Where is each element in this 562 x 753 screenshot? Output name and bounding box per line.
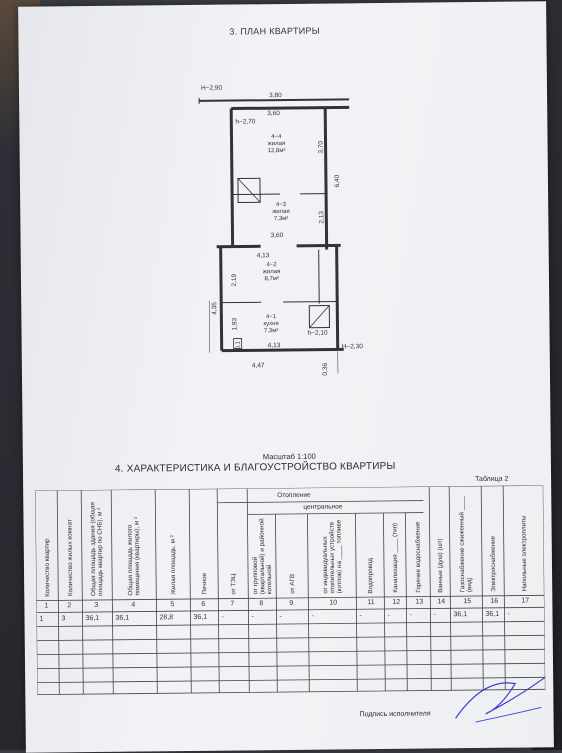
table-header-2: Количество жилых комнат bbox=[57, 492, 82, 598]
height-h270: h−2,70 bbox=[235, 118, 255, 125]
height-h230: H−2,30 bbox=[342, 343, 363, 350]
signature-mark bbox=[445, 669, 556, 730]
height-h290: H−2,90 bbox=[201, 85, 222, 92]
dim-413-bottom: 4,13 bbox=[268, 342, 281, 349]
dim-213: 2,13 bbox=[318, 211, 325, 224]
fixture-label: 0,1 bbox=[236, 341, 242, 349]
column-number-12: 12 bbox=[392, 599, 400, 606]
dim-413-top: 4,13 bbox=[257, 252, 270, 259]
table-cell-7: - bbox=[221, 614, 223, 621]
scale-label: Масштаб 1:100 bbox=[263, 452, 316, 462]
characteristics-table: Отопление центральное Количество квартир… bbox=[35, 485, 543, 490]
table-cell-2: 3 bbox=[61, 615, 65, 622]
column-number-14: 14 bbox=[437, 598, 445, 605]
table-header-5: Жилая площадь, м ² bbox=[155, 491, 190, 597]
column-number-15: 15 bbox=[463, 598, 471, 605]
column-number-11: 11 bbox=[367, 599, 374, 606]
table-cell-16: 36,1 bbox=[485, 611, 499, 618]
dim-435: 4,35 bbox=[211, 302, 218, 315]
document-page: 3. ПЛАН КВАРТИРЫ bbox=[18, 1, 554, 752]
table-header-11: Водопровод bbox=[355, 489, 384, 595]
column-number-4: 4 bbox=[131, 602, 135, 609]
column-number-8: 8 bbox=[259, 600, 263, 607]
table-cell-10: - bbox=[311, 613, 313, 620]
table-cell-14: - bbox=[433, 611, 435, 618]
table-cell-17: - bbox=[507, 611, 509, 618]
table-header-14: Ванные (душ) (шт) bbox=[429, 488, 450, 594]
dim-360-top: 3,60 bbox=[267, 110, 280, 117]
dim-370: 3,70 bbox=[318, 141, 325, 154]
column-number-17: 17 bbox=[521, 597, 529, 604]
table-header-6: Печное bbox=[189, 491, 218, 597]
table-header-16: Электроснабжение bbox=[481, 488, 504, 594]
dim-640: 6,40 bbox=[334, 175, 341, 188]
table-header-4: Общая площадь жилого помещения (квартиры… bbox=[111, 491, 156, 597]
section-4-title: 4. ХАРАКТЕРИСТИКА И БЛАГОУСТРОЙСТВО КВАР… bbox=[115, 461, 396, 475]
table-label: Таблица 2 bbox=[475, 476, 508, 483]
table-header-15: Газоснабжение сжиженный ____ (вид) bbox=[449, 488, 482, 594]
table-cell-15: 36,1 bbox=[453, 611, 467, 618]
table-cell-12: - bbox=[387, 612, 389, 619]
dim-380: 3,80 bbox=[269, 92, 282, 99]
table-header-12: Канализация ____ (тип) bbox=[383, 489, 406, 595]
dim-036: 0,36 bbox=[322, 363, 329, 376]
table-header-8: от групповой (квартальной) и районной ко… bbox=[247, 516, 276, 596]
table-header-1: Количество квартир bbox=[35, 492, 58, 598]
table-header-3: Общая площадь здания (общая площадь квар… bbox=[81, 492, 112, 598]
signature-label: Подпись исполнителя bbox=[360, 711, 431, 719]
column-number-7: 7 bbox=[230, 601, 234, 608]
table-header-17: Напольные электроплиты bbox=[503, 487, 544, 593]
table-cell-13: - bbox=[409, 612, 411, 619]
column-number-5: 5 bbox=[170, 601, 174, 608]
dim-360-mid: 3,60 bbox=[270, 232, 283, 239]
dim-193: 1,93 bbox=[231, 318, 238, 331]
group-heating: Отопление bbox=[277, 492, 310, 499]
table-cell-6: 36,1 bbox=[193, 614, 207, 621]
column-number-3: 3 bbox=[94, 602, 98, 609]
table-cell-11: - bbox=[359, 612, 361, 619]
column-number-6: 6 bbox=[201, 601, 205, 608]
table-cell-8: - bbox=[251, 613, 253, 620]
table-cell-1: 1 bbox=[39, 616, 43, 623]
column-number-1: 1 bbox=[44, 603, 48, 610]
column-number-13: 13 bbox=[415, 599, 423, 606]
dim-219: 2,19 bbox=[231, 274, 238, 287]
table-cell-3: 36,1 bbox=[85, 615, 99, 622]
column-number-16: 16 bbox=[490, 598, 498, 605]
table-cell-9: - bbox=[279, 613, 281, 620]
height-h210: h−2,10 bbox=[308, 330, 328, 337]
column-number-10: 10 bbox=[329, 599, 337, 606]
table-header-9: от АГВ bbox=[275, 516, 308, 596]
table-cell-5: 28,8 bbox=[159, 614, 173, 621]
table-header-13: Горячее водоснабжение bbox=[405, 489, 430, 595]
column-number-2: 2 bbox=[67, 602, 71, 609]
dim-447: 4,47 bbox=[252, 362, 265, 369]
group-central: центральное bbox=[303, 503, 342, 510]
column-number-9: 9 bbox=[289, 600, 293, 607]
table-header-10: от индивидуальных отопительных устройств… bbox=[307, 515, 356, 595]
table-header-7: от ТЭЦ bbox=[217, 516, 248, 596]
table-cell-4: 36,1 bbox=[115, 615, 129, 622]
